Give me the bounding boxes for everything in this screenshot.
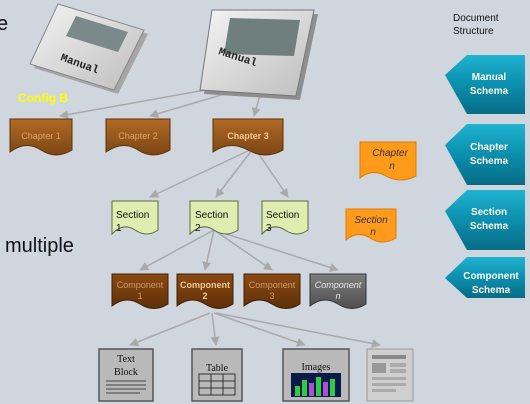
partial-text-top: e (0, 13, 8, 35)
schema-manual: Manual Schema (445, 55, 525, 114)
schema-manual-line1: Manual (472, 72, 507, 83)
component-2-line1: Component (180, 280, 230, 290)
section-1-line2: 1 (116, 223, 122, 234)
chapter-3: Chapter 3 (212, 118, 284, 156)
images-label: Images (302, 362, 331, 373)
component-1-line1: Component (117, 280, 164, 290)
section-2-line1: Section (195, 210, 228, 221)
component-3-line1: Component (249, 280, 296, 290)
schema-manual-line2: Schema (470, 86, 509, 97)
component-1: Component 1 (111, 273, 169, 309)
schema-component: Component Schema (445, 257, 525, 298)
partial-text-multiple: multiple (5, 235, 74, 257)
text-block-item: Text Block (98, 348, 154, 402)
section-2-line2: 2 (195, 223, 201, 234)
schema-section: Section Schema (445, 190, 525, 250)
manual-book-left: Manual (29, 3, 148, 94)
section-n-line1: Section (354, 215, 388, 226)
chapter-2-label: Chapter 2 (118, 131, 158, 141)
chapter-2: Chapter 2 (105, 118, 171, 156)
schema-component-line2: Schema (472, 285, 511, 296)
component-1-line2: 1 (137, 291, 142, 301)
manual-book-right: Manual (199, 9, 318, 100)
chapter-1: Chapter 1 (9, 118, 73, 156)
component-2: Component 2 (176, 273, 234, 309)
component-2-line2: 2 (202, 291, 207, 301)
chapter-1-label: Chapter 1 (21, 131, 61, 141)
section-n-line2: n (370, 227, 376, 238)
schema-chapter-line2: Schema (470, 156, 509, 167)
text-block-line2: Block (114, 367, 138, 378)
schema-section-line1: Section (471, 207, 507, 218)
component-n: Component n (309, 273, 367, 309)
component-3: Component 3 (243, 273, 301, 309)
chapter-n-line2: n (389, 161, 395, 172)
chapter-n-line1: Chapter (372, 148, 408, 159)
schema-component-line1: Component (463, 271, 519, 282)
schema-chapter-line1: Chapter (470, 142, 508, 153)
chapter-3-label: Chapter 3 (227, 131, 269, 141)
doc-structure-title-line1: Document (453, 13, 499, 24)
doc-structure-title-line2: Structure (453, 26, 494, 37)
bar-chart-icon (291, 373, 341, 397)
table-label: Table (206, 363, 229, 374)
config-label: Config B (18, 91, 68, 105)
component-n-line1: Component (315, 280, 362, 290)
images-item: Images (282, 348, 350, 402)
section-1-line1: Section (116, 210, 149, 221)
section-n-note: Section n (345, 208, 397, 243)
schema-section-line2: Schema (470, 221, 509, 232)
text-block-line1: Text (117, 354, 135, 365)
section-1: Section 1 (111, 200, 159, 236)
section-3: Section 3 (261, 200, 309, 236)
connector-lines (59, 81, 381, 348)
schema-chapter: Chapter Schema (445, 124, 525, 185)
section-3-line2: 3 (266, 223, 272, 234)
component-3-line2: 3 (269, 291, 274, 301)
chapter-n-note: Chapter n (359, 141, 417, 181)
table-item: Table (191, 348, 243, 402)
table-grid-icon (198, 373, 236, 396)
document-thumbnail-icon (366, 348, 414, 402)
component-n-line2: n (335, 291, 340, 301)
section-3-line1: Section (266, 210, 299, 221)
section-2: Section 2 (189, 200, 239, 236)
